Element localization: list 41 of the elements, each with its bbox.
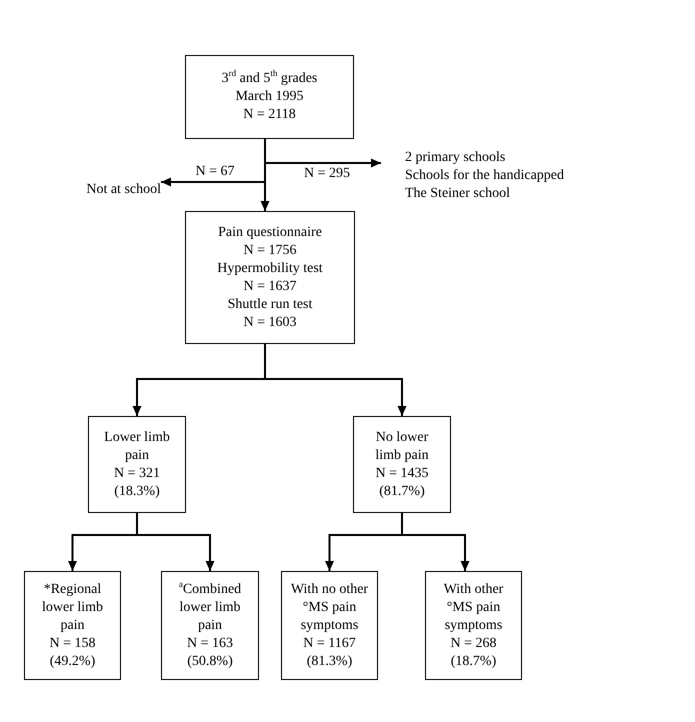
arrow	[264, 344, 406, 416]
process-box	[185, 55, 354, 139]
box-text: N = 1167	[303, 634, 356, 652]
box-text: N = 1637	[243, 278, 296, 296]
process-box	[161, 571, 259, 680]
box-text: (50.8%)	[187, 652, 233, 670]
outcome-text: Not at school	[62, 174, 161, 200]
box-text: $^{a}$Combined lower limb pain	[178, 580, 242, 634]
box-text: N = 2118	[243, 106, 296, 124]
box-text: Pain questionnaire	[218, 224, 322, 242]
box-text: Lower limb pain	[103, 428, 171, 464]
box-text: *Regional lower limb pain	[40, 580, 104, 634]
box-text: N = 1435	[375, 464, 428, 482]
arrow	[264, 139, 381, 168]
process-box	[185, 211, 355, 344]
list-item-text: Schools for the handicapped	[405, 167, 566, 185]
box-text: N = 1603	[243, 314, 296, 332]
box-text: N = 163	[186, 634, 233, 652]
process-box	[281, 571, 378, 680]
box-text: (81.7%)	[379, 482, 425, 500]
box-text: No lower limb pain	[374, 428, 430, 464]
box-text: N = 321	[114, 464, 160, 482]
box-text: N = 268	[450, 634, 496, 652]
box-text: (49.2%)	[50, 652, 96, 670]
process-box	[24, 571, 121, 680]
list-item-text: 2 primary schools	[405, 149, 506, 167]
box-text: Hypermobility test	[217, 260, 323, 278]
box-text: N = 158	[49, 634, 96, 652]
process-box	[425, 571, 522, 680]
box-text: (18.7%)	[450, 652, 496, 670]
list-item-text: The Steiner school	[405, 185, 511, 203]
box-text: With other °MS pain symptoms	[442, 580, 504, 634]
box-text: 3$^{rd}$ and 5$^{th}$ grades	[222, 70, 318, 88]
box-text: (81.3%)	[306, 652, 352, 670]
process-box	[353, 416, 451, 513]
box-text: March 1995	[235, 88, 304, 106]
process-box	[88, 416, 186, 513]
box-text: Shuttle run test	[228, 296, 312, 314]
box-text: N = 1756	[243, 242, 296, 260]
box-text: With no other °MS pain symptoms	[290, 580, 370, 634]
box-text: (18.3%)	[114, 482, 160, 500]
